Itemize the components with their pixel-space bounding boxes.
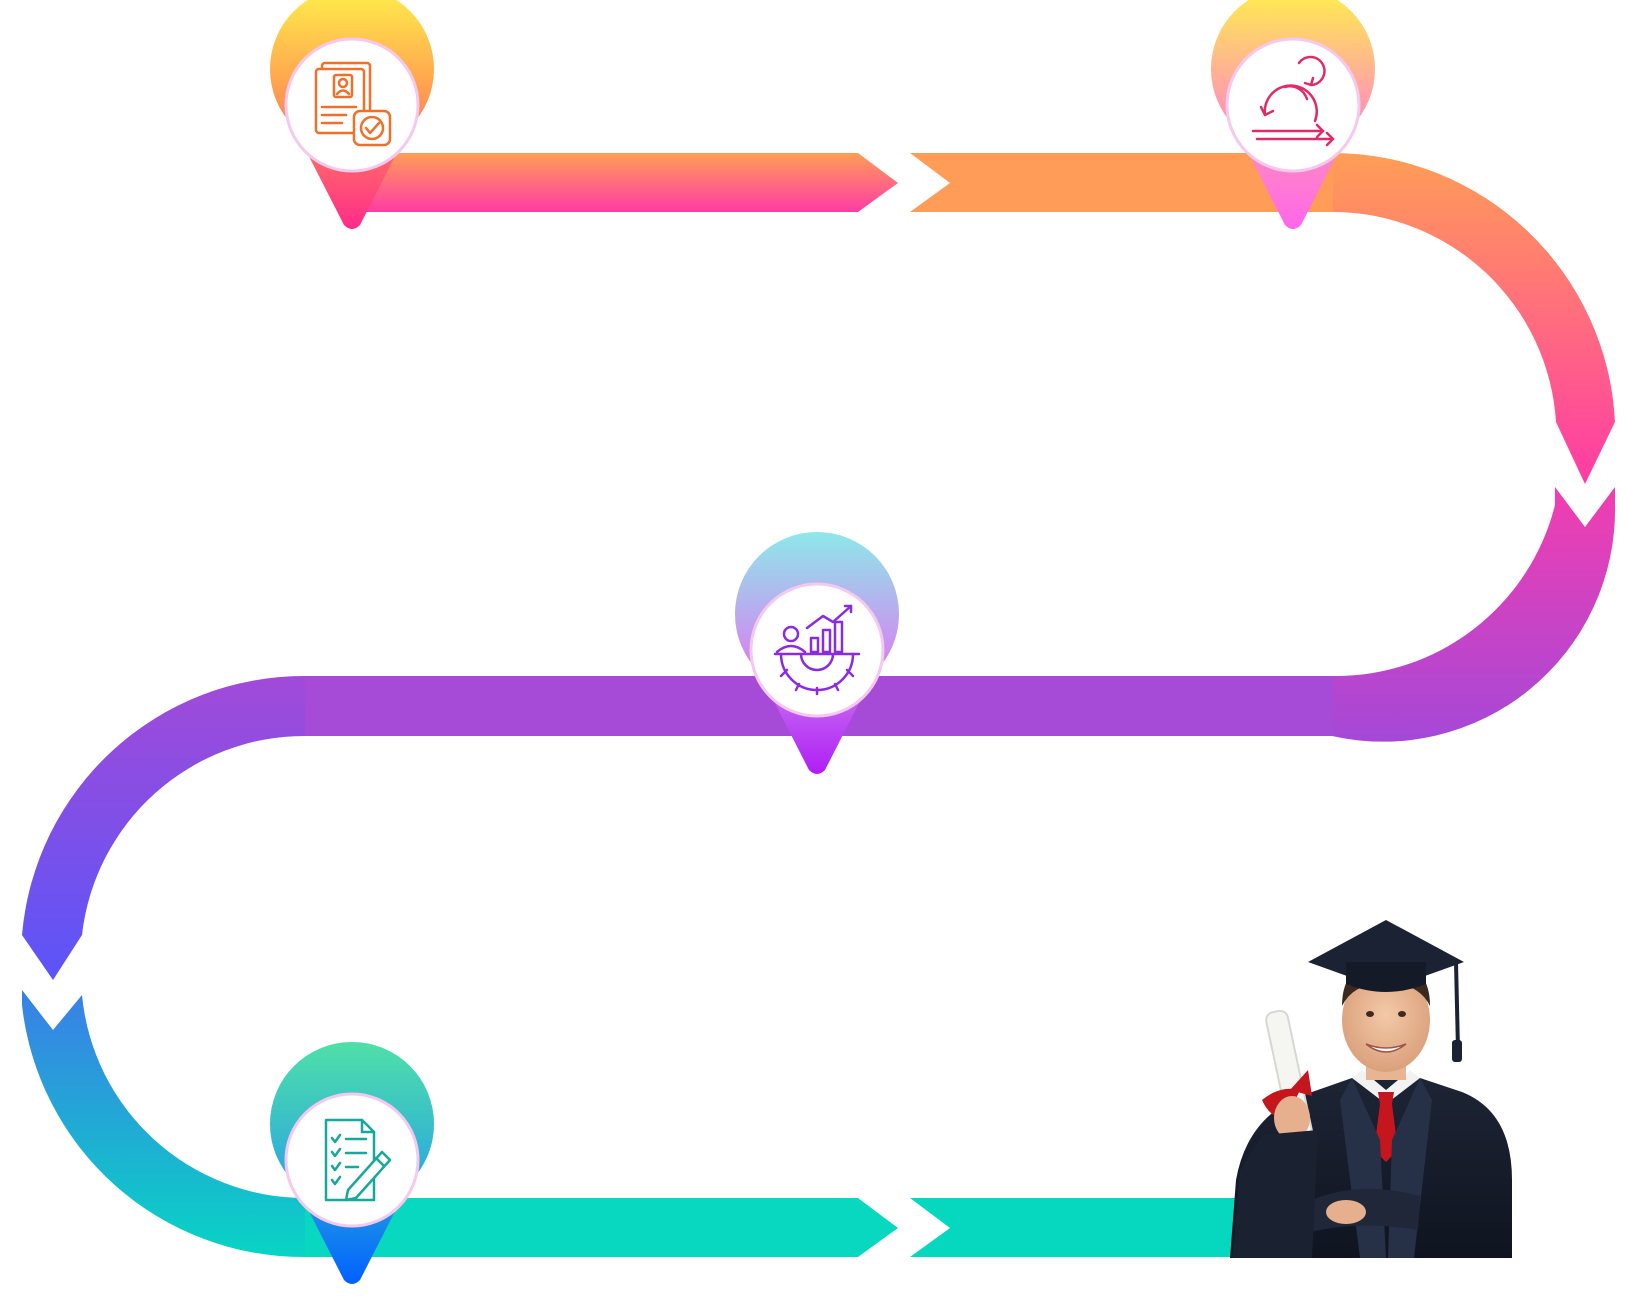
roadmap-path: [22, 153, 1616, 1258]
road-curve-left-lower: [22, 990, 305, 1258]
road-segment-top-2: [910, 153, 1333, 212]
road-curve-right-lower: [1332, 487, 1616, 742]
pin-marker-3: [734, 531, 900, 774]
checklist-pencil-icon: [324, 1118, 392, 1202]
road-segment-top-1: [338, 153, 898, 212]
road-segment-bottom-2: [910, 1198, 1300, 1257]
road-curve-left-upper: [22, 675, 305, 980]
agile-cycle-icon: [1251, 55, 1335, 147]
road-segment-bottom-1: [305, 1198, 898, 1257]
pin-marker-2: [1211, 0, 1375, 229]
pin-marker-1: [270, 0, 434, 229]
business-growth-gear-icon: [773, 604, 861, 696]
road-curve-right-upper: [1333, 153, 1615, 484]
pin-marker-4: [269, 1041, 435, 1284]
document-approval-icon: [314, 61, 392, 147]
graduate-photo: [1230, 920, 1512, 1258]
